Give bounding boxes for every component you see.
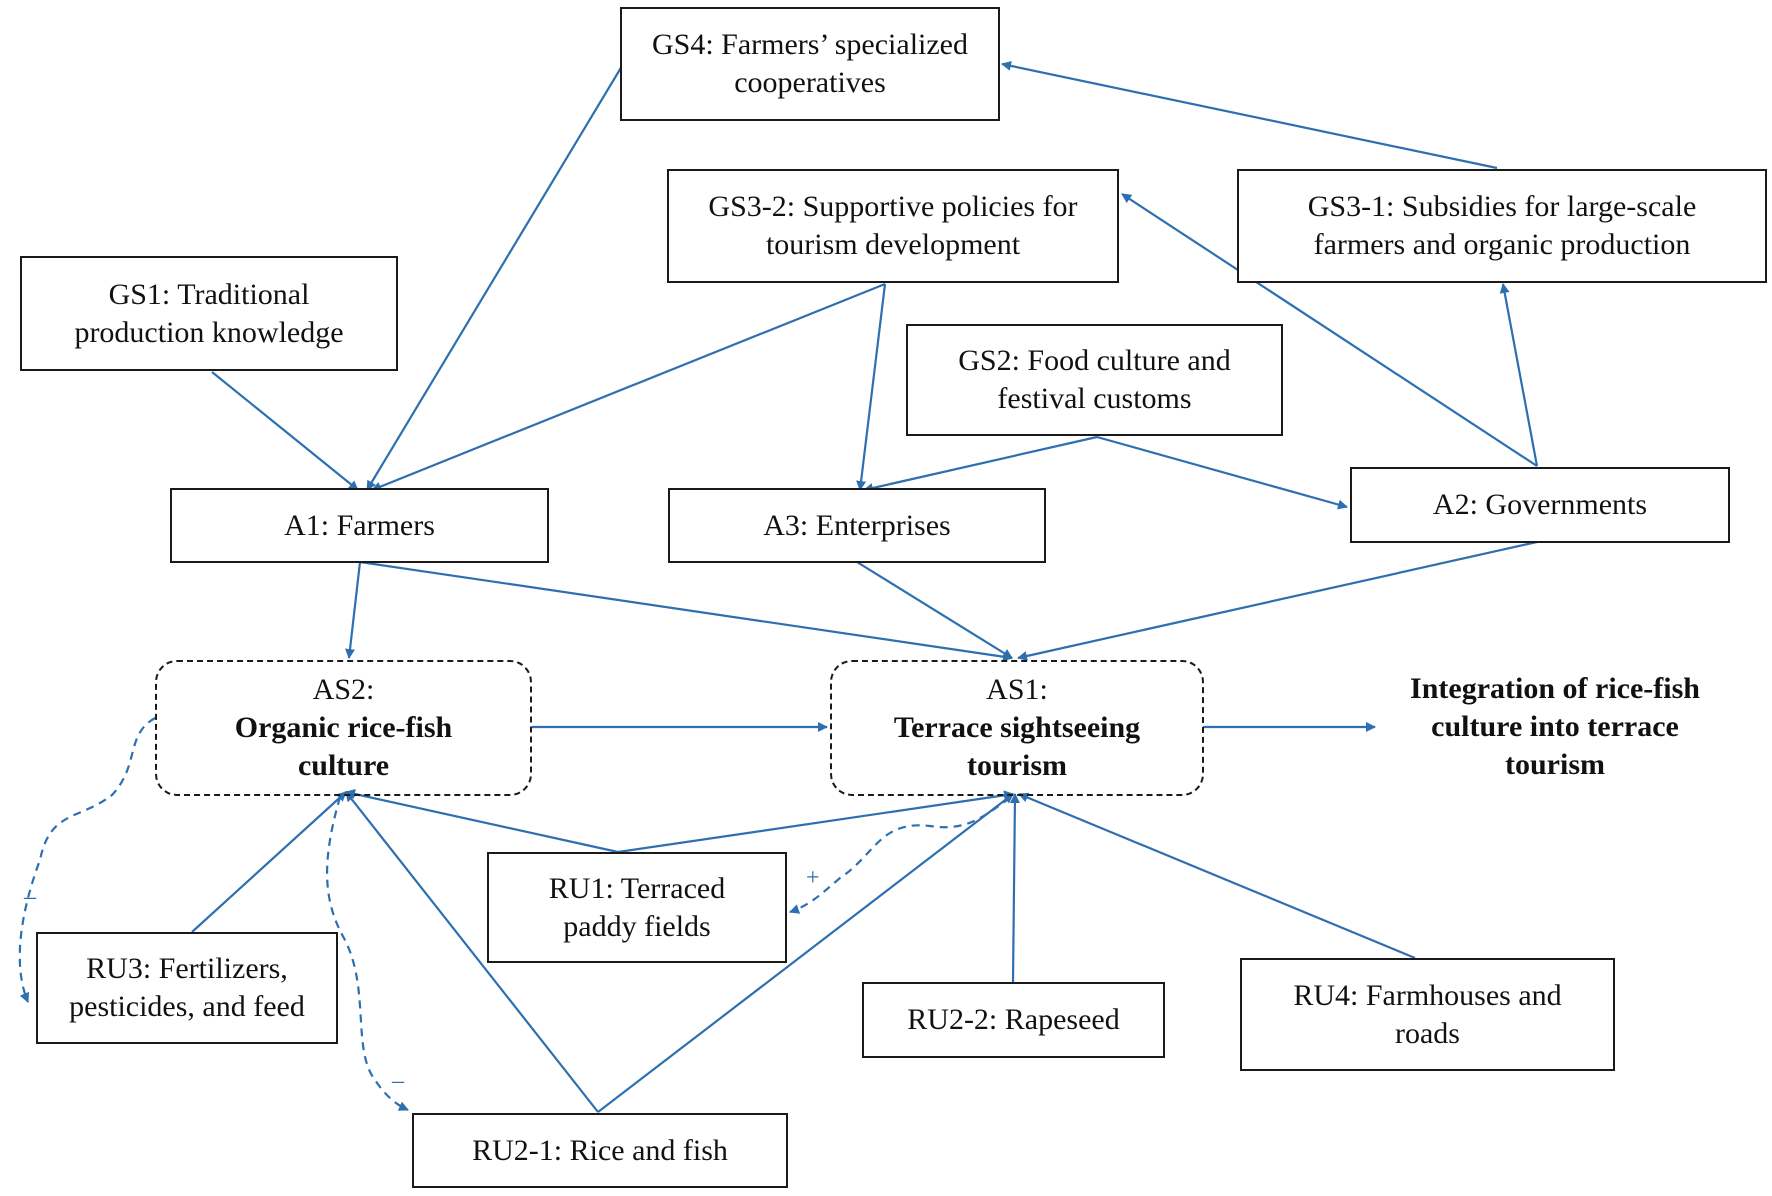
outcome-line-1: Integration of rice-fish (1410, 672, 1700, 705)
node-gs1-line-1: GS1: Traditional (108, 277, 310, 311)
node-as1: AS1: Terrace sightseeing tourism (830, 660, 1204, 796)
arrow-gs3-2-to-a3 (856, 283, 887, 491)
node-ru2-2-line-1: RU2-2: Rapeseed (907, 1003, 1120, 1036)
outcome-line-3: tourism (1505, 748, 1605, 781)
node-a2-line-1: A2: Governments (1432, 488, 1648, 521)
arrow-gs3-1-to-gs4 (1001, 60, 1498, 170)
node-ru4-line-2: roads (1395, 1016, 1460, 1050)
node-gs3-2: GS3-2: Supportive policies for tourism d… (667, 169, 1119, 283)
arrow-ru3-to-as2 (191, 791, 347, 933)
node-as2-line-1: Organic rice-fish (234, 711, 453, 744)
arrow-a2-to-gs3-1 (1499, 283, 1539, 467)
node-as1-code: AS1: (986, 673, 1048, 706)
node-ru3: RU3: Fertilizers, pesticides, and feed (36, 932, 338, 1044)
node-gs1: GS1: Traditional production knowledge (20, 256, 398, 371)
node-a1: A1: Farmers (170, 488, 549, 563)
arrow-ru2-1-to-as1 (597, 793, 1014, 1113)
node-gs3-1-line-2: farmers and organic production (1313, 228, 1691, 261)
arrow-a1-to-as2 (345, 561, 362, 659)
dashed-arrow-as2-to-ru2-1 (325, 796, 409, 1111)
node-ru4: RU4: Farmhouses and roads (1240, 958, 1615, 1071)
node-ru1-line-2: paddy fields (563, 909, 711, 943)
outcome-line-2: culture into terrace (1431, 710, 1679, 743)
arrow-gs4-to-a1 (366, 65, 623, 491)
node-gs2: GS2: Food culture and festival customs (906, 324, 1283, 436)
node-ru3-line-2: pesticides, and feed (69, 990, 305, 1023)
arrow-ru4-to-as1 (1018, 792, 1416, 960)
sign-minus-bottom: _ (392, 1060, 404, 1086)
arrow-a1-to-as1 (359, 560, 1013, 662)
node-gs3-2-line-2: tourism development (765, 228, 1021, 261)
arrow-gs1-to-a1 (211, 371, 359, 491)
node-as2: AS2: Organic rice-fish culture (155, 660, 532, 796)
node-as2-code: AS2: (312, 673, 375, 706)
node-a1-line-1: A1: Farmers (284, 508, 435, 542)
node-ru1-line-1: RU1: Terraced (548, 871, 726, 905)
node-gs3-1: GS3-1: Subsidies for large-scale farmers… (1237, 169, 1767, 283)
arrow-ru2-2-to-as1 (1009, 793, 1020, 983)
node-ru1: RU1: Terraced paddy fields (487, 852, 787, 963)
node-ru2-2: RU2-2: Rapeseed (862, 982, 1165, 1058)
node-as1-line-1: Terrace sightseeing (893, 711, 1141, 744)
node-ru2-1-line-1: RU2-1: Rice and fish (472, 1133, 728, 1167)
node-gs3-1-line-1: GS3-1: Subsidies for large-scale (1307, 190, 1697, 223)
node-ru2-1: RU2-1: Rice and fish (412, 1113, 788, 1188)
node-a2: A2: Governments (1350, 467, 1730, 543)
arrow-gs2-to-a3 (863, 435, 1098, 493)
node-gs3-2-line-1: GS3-2: Supportive policies for (708, 190, 1078, 223)
arrow-a2-to-as1 (1017, 540, 1538, 661)
node-gs4-line-2: cooperatives (734, 66, 886, 99)
dashed-arrow-as2-to-ru3 (18, 717, 156, 1003)
arrow-ru2-1-to-as2 (345, 791, 599, 1113)
node-gs2-line-2: festival customs (997, 382, 1192, 415)
node-as1-line-2: tourism (967, 749, 1067, 782)
arrow-a2-to-gs3-2 (1121, 193, 1538, 467)
arrow-ru1-to-as2 (345, 789, 619, 854)
outcome-label: Integration of rice-fish culture into te… (1380, 670, 1730, 784)
node-a3-line-1: A3: Enterprises (763, 508, 951, 542)
arrow-gs2-to-a2 (1096, 435, 1348, 510)
sign-plus: + (806, 865, 820, 891)
arrow-a3-to-as1 (856, 561, 1013, 659)
node-ru3-line-1: RU3: Fertilizers, (86, 952, 288, 985)
arrow-gs3-2-to-a1 (371, 282, 886, 492)
node-gs2-line-1: GS2: Food culture and (958, 344, 1231, 377)
sign-minus-left: _ (24, 876, 36, 902)
dashed-arrow-as1-to-ru1 (789, 797, 1011, 914)
node-a3: A3: Enterprises (668, 488, 1046, 563)
node-gs4: GS4: Farmers’ specialized cooperatives (620, 7, 1000, 121)
node-gs1-line-2: production knowledge (74, 315, 344, 349)
node-as2-line-2: culture (297, 749, 390, 782)
node-gs4-line-1: GS4: Farmers’ specialized (651, 28, 968, 61)
arrow-ru1-to-as1 (617, 790, 1014, 854)
node-ru4-line-1: RU4: Farmhouses and (1293, 978, 1562, 1012)
